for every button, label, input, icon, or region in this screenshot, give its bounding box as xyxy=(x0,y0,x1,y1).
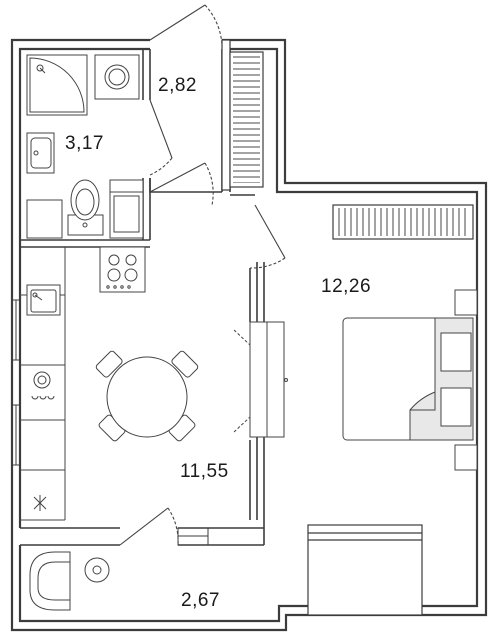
window-top-left xyxy=(221,39,264,191)
kitchen-sink xyxy=(26,284,61,316)
bedroom-area-label: 12,26 xyxy=(321,276,372,297)
window-balcony xyxy=(177,527,209,546)
fridge xyxy=(33,495,47,511)
balcony-table xyxy=(84,557,110,583)
shower-cabin xyxy=(26,54,88,116)
window-bedroom-bottom xyxy=(307,524,423,616)
dining-table xyxy=(95,350,199,442)
sink-bathroom xyxy=(26,132,55,174)
double-bed xyxy=(342,317,474,441)
window-bedroom-top xyxy=(332,204,474,240)
stove xyxy=(99,246,146,293)
bathroom-cabinet-right xyxy=(109,179,144,239)
door-kitchen xyxy=(149,162,214,206)
washing-machine xyxy=(94,54,140,100)
hall-area-label: 2,82 xyxy=(158,75,197,96)
balcony-armchair xyxy=(29,551,71,611)
kitchen-hob xyxy=(31,371,55,400)
door-balcony xyxy=(119,507,179,546)
bathroom-area-label: 3,17 xyxy=(65,133,104,154)
door-bathroom xyxy=(149,99,173,176)
toilet xyxy=(67,179,104,236)
balcony-area-label: 2,67 xyxy=(181,590,220,611)
kitchen-area-label: 11,55 xyxy=(180,461,229,482)
nightstands xyxy=(454,289,478,471)
cabinet-bathroom xyxy=(26,199,63,239)
wardrobe-bedroom xyxy=(233,321,288,438)
door-entrance xyxy=(149,4,223,46)
door-bedroom xyxy=(249,204,286,269)
window-kitchen-left xyxy=(11,299,21,466)
